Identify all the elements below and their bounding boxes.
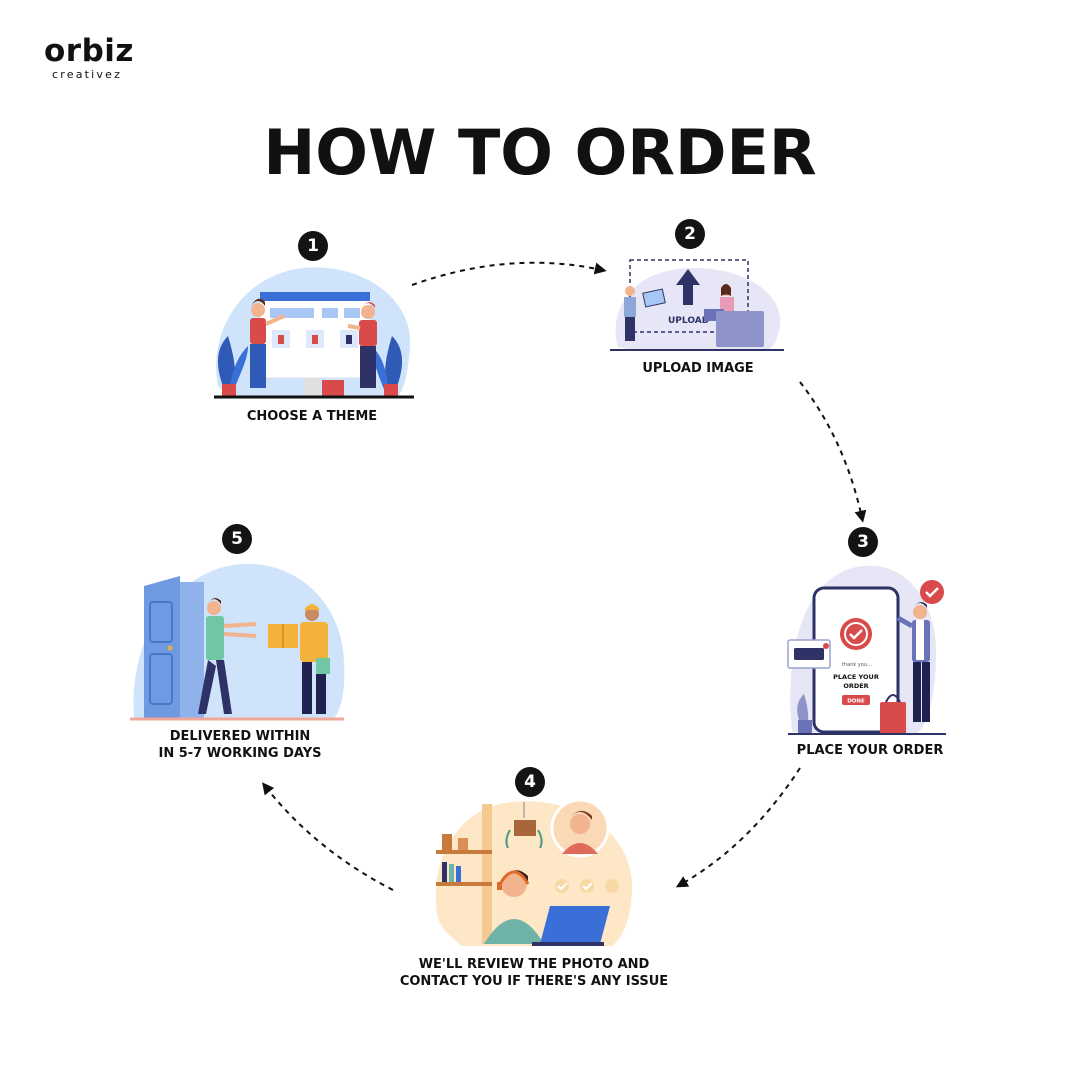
screen-order: ORDER — [843, 682, 868, 690]
headset-icon — [497, 870, 530, 890]
connector-2-3 — [799, 381, 867, 523]
step-3-illustration: thank you... PLACE YOUR ORDER DONE — [787, 565, 946, 735]
brand-tagline: creativez — [52, 68, 123, 81]
credit-card-icon — [787, 639, 831, 669]
step-1-illustration — [214, 267, 414, 399]
step-1-label-line: CHOOSE A THEME — [246, 409, 378, 424]
step-4-label: WE'LL REVIEW THE PHOTO AND CONTACT YOU I… — [384, 956, 684, 990]
connector-4-5 — [262, 782, 394, 891]
step-2-badge: 2 — [675, 219, 705, 249]
brand-wordmark: orbiz — [44, 33, 134, 69]
door-icon — [144, 576, 204, 718]
upload-arrow-icon — [676, 269, 700, 305]
step-5-illustration — [130, 563, 345, 721]
step-3-badge: 3 — [848, 527, 878, 557]
step-2-label-line: UPLOAD IMAGE — [642, 361, 754, 376]
step-5-label-line-2: IN 5-7 WORKING DAYS — [158, 746, 322, 761]
screen-place-your: PLACE YOUR — [833, 673, 879, 681]
step-1-label: CHOOSE A THEME — [212, 408, 412, 425]
step-4-illustration — [435, 798, 632, 946]
screen-thank-you: thank you... — [842, 662, 872, 668]
checkmark-badge-icon — [840, 618, 872, 650]
step-1-badge: 1 — [298, 231, 328, 261]
page-title: HOW TO ORDER — [263, 116, 817, 189]
step-5-badge: 5 — [222, 524, 252, 554]
step-2-label: UPLOAD IMAGE — [598, 360, 798, 377]
step-3-label-line: PLACE YOUR ORDER — [796, 743, 944, 758]
step-5-label-line-1: DELIVERED WITHIN — [169, 729, 311, 744]
upload-text: UPLOAD — [668, 316, 709, 326]
connector-3-4 — [675, 767, 801, 888]
screen-done-text: DONE — [847, 699, 865, 705]
step-2-illustration: UPLOAD — [610, 259, 784, 351]
step-4-label-line-2: CONTACT YOU IF THERE'S ANY ISSUE — [399, 974, 669, 989]
brand-logo: orbiz creativez — [44, 36, 144, 86]
step-4-badge: 4 — [515, 767, 545, 797]
connector-1-2 — [411, 261, 607, 286]
screen-done-button — [842, 695, 870, 705]
step-4-label-line-1: WE'LL REVIEW THE PHOTO AND — [418, 957, 650, 972]
step-3-label: PLACE YOUR ORDER — [770, 742, 970, 759]
step-5-label: DELIVERED WITHIN IN 5-7 WORKING DAYS — [140, 728, 340, 762]
laptop-icon — [532, 906, 610, 946]
